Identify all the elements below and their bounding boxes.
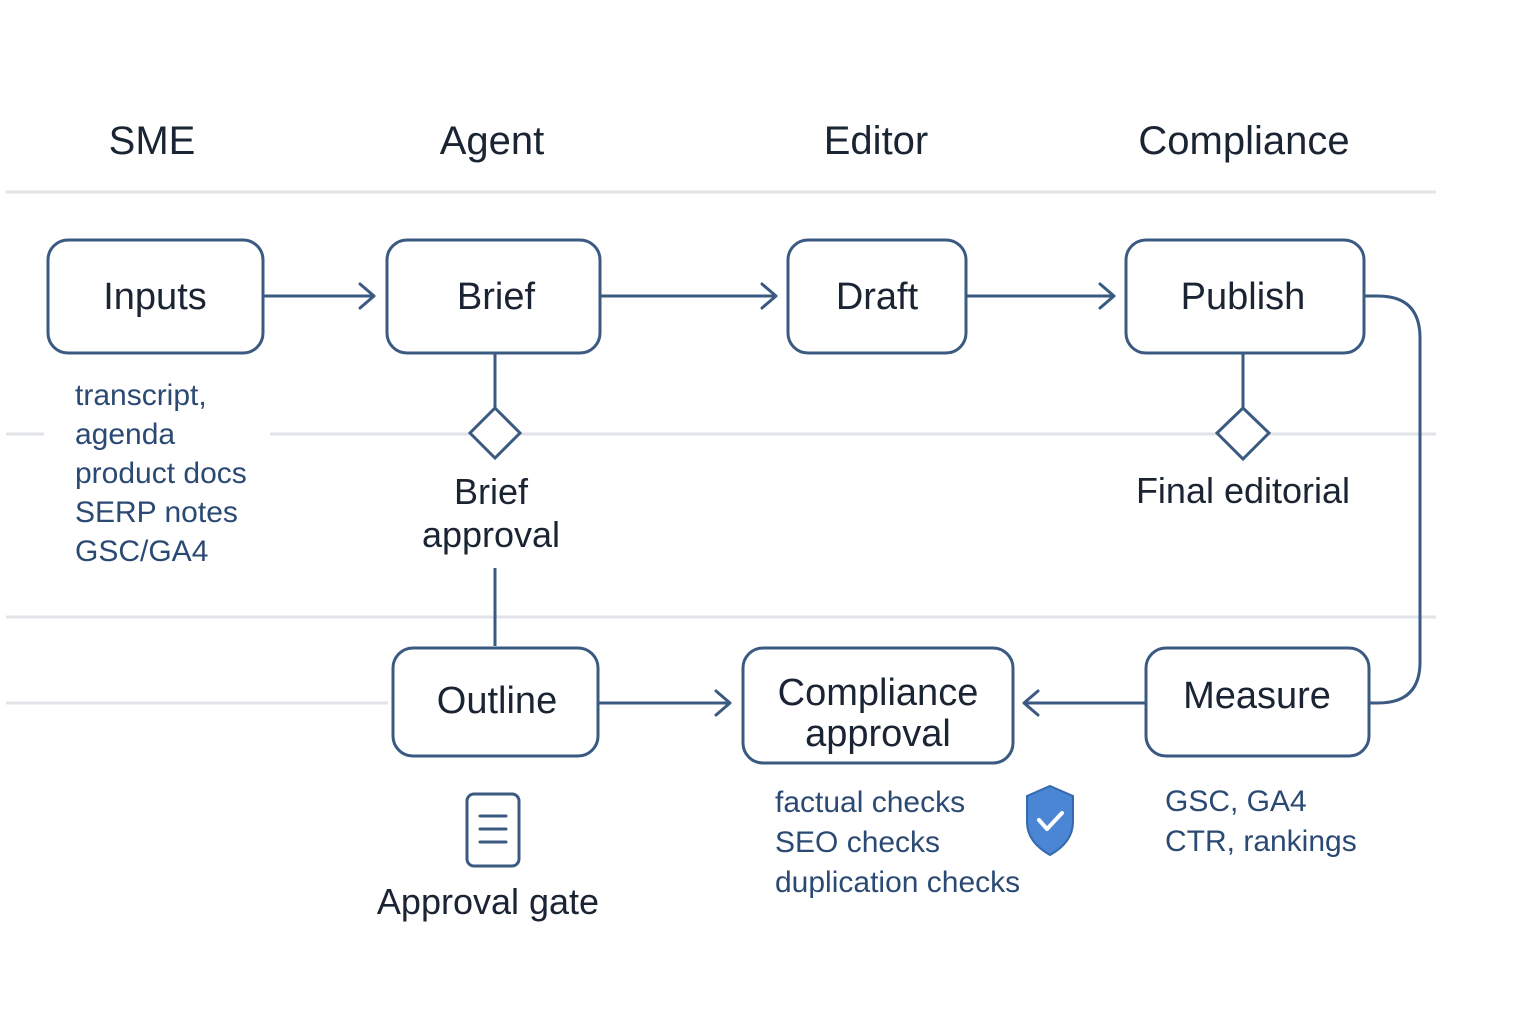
note-line: agenda <box>75 418 175 451</box>
node-outline[interactable]: Outline <box>391 646 600 758</box>
lane-header-agent: Agent <box>440 119 545 163</box>
document-icon <box>465 792 521 868</box>
lane-header-sme: SME <box>109 119 196 163</box>
note-line: factual checks <box>775 786 965 819</box>
approval-gate-label: Approval gate <box>377 881 599 922</box>
arrowhead-publish <box>1098 282 1116 310</box>
brief-approval-label-line2: approval <box>422 514 560 555</box>
brief-approval-label-line1: Brief <box>454 471 529 512</box>
arrowhead-draft <box>760 282 778 310</box>
node-brief-label: Brief <box>457 276 536 318</box>
node-brief[interactable]: Brief <box>385 238 602 355</box>
final-editorial-label: Final editorial <box>1136 470 1350 511</box>
note-line: GSC, GA4 <box>1165 785 1307 818</box>
node-inputs-label: Inputs <box>103 276 207 318</box>
lane-header-compliance: Compliance <box>1138 119 1349 163</box>
note-line: transcript, <box>75 379 207 412</box>
node-compliance-approval-label-line1: Compliance <box>778 672 979 714</box>
node-publish-label: Publish <box>1181 276 1306 318</box>
node-measure[interactable]: Measure <box>1144 646 1371 758</box>
arrowhead-measure-to-compliance <box>1022 689 1040 717</box>
note-line: GSC/GA4 <box>75 535 208 568</box>
measure-notes: GSC, GA4 CTR, rankings <box>1165 785 1357 858</box>
node-draft[interactable]: Draft <box>786 238 968 355</box>
node-inputs[interactable]: Inputs <box>46 238 265 355</box>
node-compliance-approval[interactable]: Compliance approval <box>741 646 1015 765</box>
final-editorial-diamond <box>1214 405 1272 462</box>
note-line: CTR, rankings <box>1165 825 1357 858</box>
node-outline-label: Outline <box>437 680 557 722</box>
note-line: SEO checks <box>775 826 940 859</box>
node-compliance-approval-label-line2: approval <box>805 713 951 755</box>
inputs-notes: transcript, agenda product docs SERP not… <box>75 379 247 568</box>
arrowhead-brief <box>358 282 376 310</box>
arrowhead-compliance-approval <box>714 689 732 717</box>
connector-publish-measure <box>1365 294 1422 705</box>
lane-header-editor: Editor <box>824 119 929 163</box>
note-line: SERP notes <box>75 496 238 529</box>
node-draft-label: Draft <box>836 276 919 318</box>
shield-check-icon <box>1026 784 1074 857</box>
brief-approval-diamond <box>467 405 523 461</box>
compliance-notes: factual checks SEO checks duplication ch… <box>775 786 1020 899</box>
note-line: duplication checks <box>775 866 1020 899</box>
node-publish[interactable]: Publish <box>1124 238 1366 355</box>
node-measure-label: Measure <box>1183 675 1331 717</box>
note-line: product docs <box>75 457 247 490</box>
